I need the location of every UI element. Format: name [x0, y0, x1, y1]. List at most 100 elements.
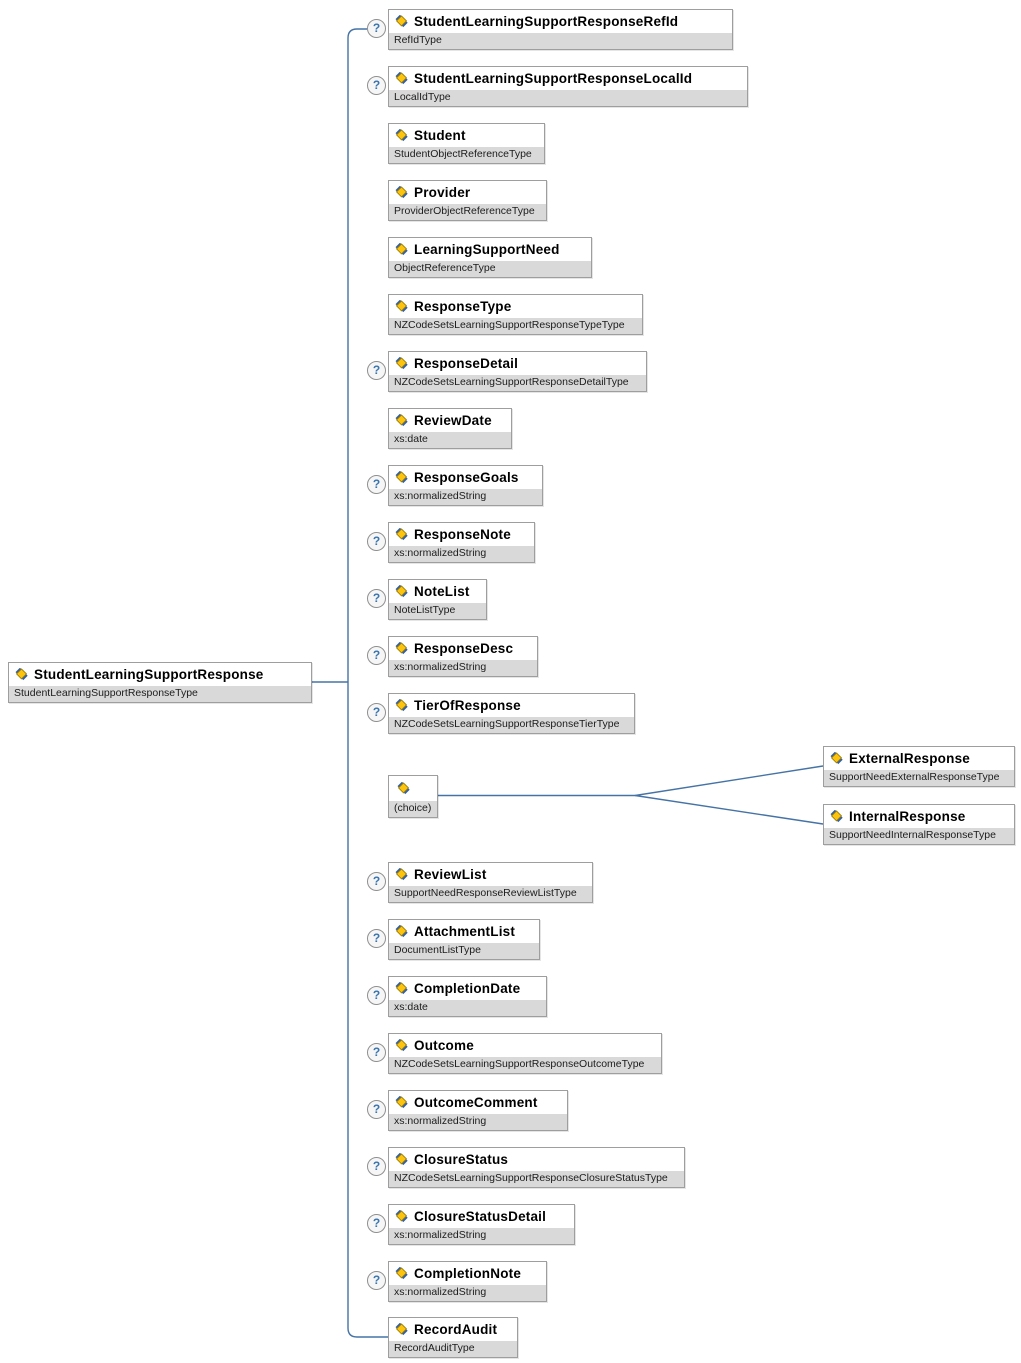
- connector-choice-internal: [634, 794, 824, 825]
- element-name: RecordAudit: [414, 1322, 498, 1337]
- element-name: OutcomeComment: [414, 1095, 538, 1110]
- element-type: NZCodeSetsLearningSupportResponseTypeTyp…: [389, 318, 642, 334]
- element-type: xs:normalizedString: [389, 660, 537, 676]
- node-learningsupportneed[interactable]: LearningSupportNeed ObjectReferenceType: [388, 237, 592, 278]
- element-name: ResponseType: [414, 299, 512, 314]
- element-icon: [395, 585, 409, 598]
- element-type: SupportNeedExternalResponseType: [824, 770, 1014, 786]
- element-type: ProviderObjectReferenceType: [389, 204, 546, 220]
- element-name: ExternalResponse: [849, 751, 970, 766]
- connector-choice-external: [634, 765, 824, 797]
- node-completiondate[interactable]: CompletionDate xs:date: [388, 976, 547, 1017]
- element-name: StudentLearningSupportResponseRefId: [414, 14, 679, 29]
- node-responsedetail[interactable]: ResponseDetail NZCodeSetsLearningSupport…: [388, 351, 647, 392]
- element-name: AttachmentList: [414, 924, 516, 939]
- element-icon: [395, 1153, 409, 1166]
- node-tierofresponse[interactable]: TierOfResponse NZCodeSetsLearningSupport…: [388, 693, 635, 734]
- connector-trunk: [347, 28, 388, 1338]
- node-completionnote[interactable]: CompletionNote xs:normalizedString: [388, 1261, 547, 1302]
- element-type: LocalIdType: [389, 90, 747, 106]
- element-name: LearningSupportNeed: [414, 242, 560, 257]
- element-icon: [395, 528, 409, 541]
- element-name: Student: [414, 128, 466, 143]
- element-type: xs:normalizedString: [389, 1228, 574, 1244]
- optional-marker: ?: [367, 1214, 386, 1233]
- element-icon: [395, 471, 409, 484]
- node-notelist[interactable]: NoteList NoteListType: [388, 579, 487, 620]
- optional-marker: ?: [367, 1043, 386, 1062]
- element-icon: [395, 868, 409, 881]
- optional-marker: ?: [367, 361, 386, 380]
- element-name: StudentLearningSupportResponse: [34, 667, 264, 682]
- node-reviewlist[interactable]: ReviewList SupportNeedResponseReviewList…: [388, 862, 593, 903]
- element-type: RefIdType: [389, 33, 732, 49]
- optional-marker: ?: [367, 872, 386, 891]
- element-name: ReviewDate: [414, 413, 492, 428]
- element-type: xs:normalizedString: [389, 1114, 567, 1130]
- element-icon: [395, 925, 409, 938]
- optional-marker: ?: [367, 76, 386, 95]
- element-name: CompletionDate: [414, 981, 521, 996]
- element-type: xs:normalizedString: [389, 546, 534, 562]
- element-icon: [830, 752, 844, 765]
- element-icon: [395, 699, 409, 712]
- optional-marker: ?: [367, 1100, 386, 1119]
- optional-marker: ?: [367, 1157, 386, 1176]
- element-type: xs:normalizedString: [389, 1285, 546, 1301]
- element-name: TierOfResponse: [414, 698, 521, 713]
- choice-label: (choice): [389, 801, 437, 817]
- element-name: ClosureStatus: [414, 1152, 509, 1167]
- optional-marker: ?: [367, 475, 386, 494]
- element-type: SupportNeedResponseReviewListType: [389, 886, 592, 902]
- node-responsenote[interactable]: ResponseNote xs:normalizedString: [388, 522, 535, 563]
- node-reviewdate[interactable]: ReviewDate xs:date: [388, 408, 512, 449]
- node-responsetype[interactable]: ResponseType NZCodeSetsLearningSupportRe…: [388, 294, 643, 335]
- element-icon: [395, 1039, 409, 1052]
- element-icon: [395, 72, 409, 85]
- node-recordaudit[interactable]: RecordAudit RecordAuditType: [388, 1317, 518, 1358]
- element-icon: [395, 982, 409, 995]
- node-refid[interactable]: StudentLearningSupportResponseRefId RefI…: [388, 9, 733, 50]
- element-name: InternalResponse: [849, 809, 966, 824]
- node-responsegoals[interactable]: ResponseGoals xs:normalizedString: [388, 465, 543, 506]
- element-icon: [15, 668, 29, 681]
- optional-marker: ?: [367, 589, 386, 608]
- element-name: ResponseGoals: [414, 470, 519, 485]
- node-closurestatusdetail[interactable]: ClosureStatusDetail xs:normalizedString: [388, 1204, 575, 1245]
- element-icon: [395, 1210, 409, 1223]
- node-outcome[interactable]: Outcome NZCodeSetsLearningSupportRespons…: [388, 1033, 662, 1074]
- element-type: SupportNeedInternalResponseType: [824, 828, 1014, 844]
- element-icon: [395, 414, 409, 427]
- element-type: StudentLearningSupportResponseType: [9, 686, 311, 702]
- element-icon: [395, 186, 409, 199]
- node-externalresponse[interactable]: ExternalResponse SupportNeedExternalResp…: [823, 746, 1015, 787]
- element-name: ResponseNote: [414, 527, 511, 542]
- element-icon: [395, 300, 409, 313]
- optional-marker: ?: [367, 703, 386, 722]
- element-name: ReviewList: [414, 867, 487, 882]
- node-root[interactable]: StudentLearningSupportResponse StudentLe…: [8, 662, 312, 703]
- element-name: ResponseDetail: [414, 356, 519, 371]
- element-name: CompletionNote: [414, 1266, 522, 1281]
- element-type: RecordAuditType: [389, 1341, 517, 1357]
- element-type: xs:date: [389, 432, 511, 448]
- element-name: NoteList: [414, 584, 470, 599]
- optional-marker: ?: [367, 1271, 386, 1290]
- node-student[interactable]: Student StudentObjectReferenceType: [388, 123, 545, 164]
- node-provider[interactable]: Provider ProviderObjectReferenceType: [388, 180, 547, 221]
- element-icon: [395, 1323, 409, 1336]
- node-localid[interactable]: StudentLearningSupportResponseLocalId Lo…: [388, 66, 748, 107]
- optional-marker: ?: [367, 646, 386, 665]
- element-icon: [395, 642, 409, 655]
- node-responsedesc[interactable]: ResponseDesc xs:normalizedString: [388, 636, 538, 677]
- node-outcomecomment[interactable]: OutcomeComment xs:normalizedString: [388, 1090, 568, 1131]
- element-type: xs:date: [389, 1000, 546, 1016]
- optional-marker: ?: [367, 929, 386, 948]
- node-attachmentlist[interactable]: AttachmentList DocumentListType: [388, 919, 540, 960]
- node-choice[interactable]: (choice): [388, 775, 438, 818]
- optional-marker: ?: [367, 986, 386, 1005]
- element-type: xs:normalizedString: [389, 489, 542, 505]
- node-internalresponse[interactable]: InternalResponse SupportNeedInternalResp…: [823, 804, 1015, 845]
- node-closurestatus[interactable]: ClosureStatus NZCodeSetsLearningSupportR…: [388, 1147, 685, 1188]
